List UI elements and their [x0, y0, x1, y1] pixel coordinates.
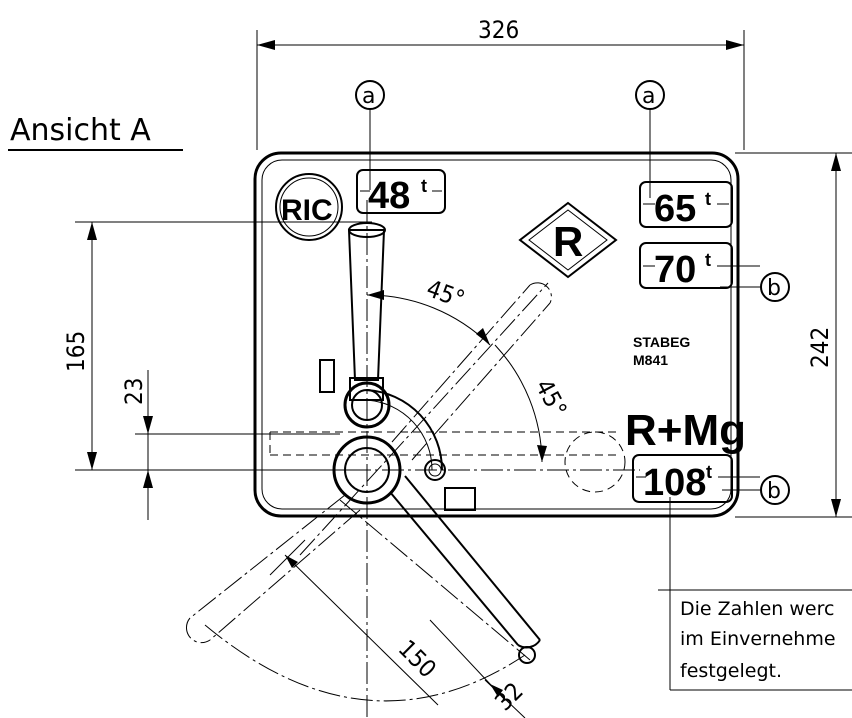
- plate-text-line1: STABEG: [633, 334, 690, 350]
- plate-outline: [253, 151, 740, 518]
- hidden-rod: [269, 431, 626, 493]
- svg-text:108: 108: [643, 462, 706, 504]
- lever-handle-vertical: [319, 222, 386, 401]
- svg-text:t: t: [705, 189, 711, 209]
- lever-phantom-45: [391, 282, 552, 461]
- height-dimension-right: 242: [735, 152, 852, 518]
- svg-text:RIC: RIC: [281, 194, 333, 227]
- lever-arm-lower: [389, 475, 541, 664]
- note-box: Die Zahlen werc im Einvernehme festgeleg…: [658, 497, 852, 691]
- svg-text:t: t: [421, 176, 427, 196]
- ric-mark: RIC: [275, 173, 343, 241]
- height-dimension-right-label: 242: [806, 327, 834, 368]
- badge-48t: 48 t: [356, 169, 446, 217]
- svg-text:48: 48: [368, 175, 410, 217]
- callout-a-left: a: [355, 80, 385, 190]
- width-dimension: 326: [256, 16, 745, 150]
- lever-phantom-lower-left: [186, 494, 361, 644]
- callout-a-right: a: [635, 80, 665, 198]
- angle-label-1: 45°: [423, 274, 469, 313]
- svg-text:a: a: [642, 84, 655, 109]
- note-line-1: Die Zahlen werc: [680, 598, 834, 620]
- note-line-3: festgelegt.: [680, 660, 782, 682]
- svg-text:70: 70: [654, 249, 696, 291]
- offset-dimension-label: 23: [120, 378, 148, 405]
- offset-dimension: 23: [120, 370, 340, 520]
- svg-text:b: b: [767, 276, 781, 301]
- height-dimension-left: 165: [62, 221, 372, 471]
- arm-length-label: 150: [393, 634, 442, 683]
- arm-width-label: 32: [489, 677, 528, 716]
- svg-text:t: t: [705, 250, 711, 270]
- svg-text:R: R: [553, 218, 583, 265]
- badge-70t: 70 t: [639, 242, 760, 291]
- badge-65t: 65 t: [639, 181, 733, 230]
- arm-width-dimension: 32: [429, 619, 529, 718]
- svg-text:b: b: [767, 479, 781, 504]
- note-line-2: im Einvernehme: [680, 628, 836, 650]
- height-dimension-left-label: 165: [62, 331, 90, 372]
- plate-inner-outline: [261, 159, 732, 510]
- svg-text:65: 65: [654, 188, 696, 230]
- angle-label-2: 45°: [530, 375, 573, 422]
- r-diamond-mark: R: [518, 201, 618, 279]
- view-title: Ansicht A: [10, 113, 151, 148]
- svg-text:t: t: [706, 462, 712, 482]
- arm-length-dimension: 150: [269, 539, 442, 706]
- callout-b-bottom: b: [722, 475, 790, 505]
- pivot-hub: [332, 381, 476, 511]
- badge-108t: 108 t: [632, 454, 760, 504]
- width-dimension-label: 326: [478, 16, 519, 44]
- plate-text-line2: M841: [633, 352, 668, 368]
- centerlines: [204, 200, 640, 718]
- r-mg-mark: R+Mg: [625, 406, 746, 455]
- svg-text:a: a: [362, 84, 375, 109]
- callout-b-top: b: [720, 272, 790, 302]
